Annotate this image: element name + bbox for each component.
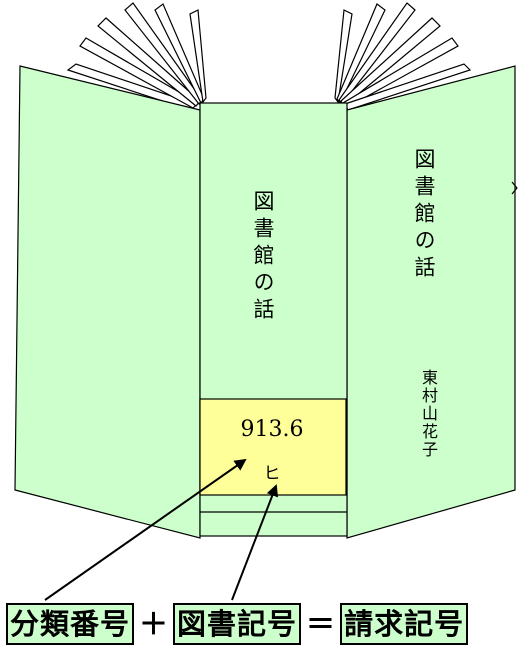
book-symbol-box: 図書記号 [173, 603, 302, 645]
call-number-formula: 分類番号 ＋ 図書記号 ＝ 請求記号 [6, 603, 469, 645]
plus-sign: ＋ [139, 607, 169, 641]
classification-number-box: 分類番号 [6, 603, 135, 645]
arrow-classification [44, 458, 247, 601]
call-number-box: 請求記号 [340, 603, 469, 645]
fanned-pages [66, 2, 472, 111]
back-cover [14, 65, 201, 539]
cover-author: 東村山花子 [419, 369, 438, 459]
equals-sign: ＝ [306, 607, 336, 641]
spine-title: 図書館の話 [251, 190, 275, 325]
edge-mark [511, 181, 518, 195]
cover-title: 図書館の話 [412, 148, 436, 283]
front-cover [346, 65, 516, 539]
arrow-book-symbol [231, 484, 278, 601]
classification-number: 913.6 [240, 417, 304, 442]
book-symbol: ヒ [263, 464, 281, 484]
